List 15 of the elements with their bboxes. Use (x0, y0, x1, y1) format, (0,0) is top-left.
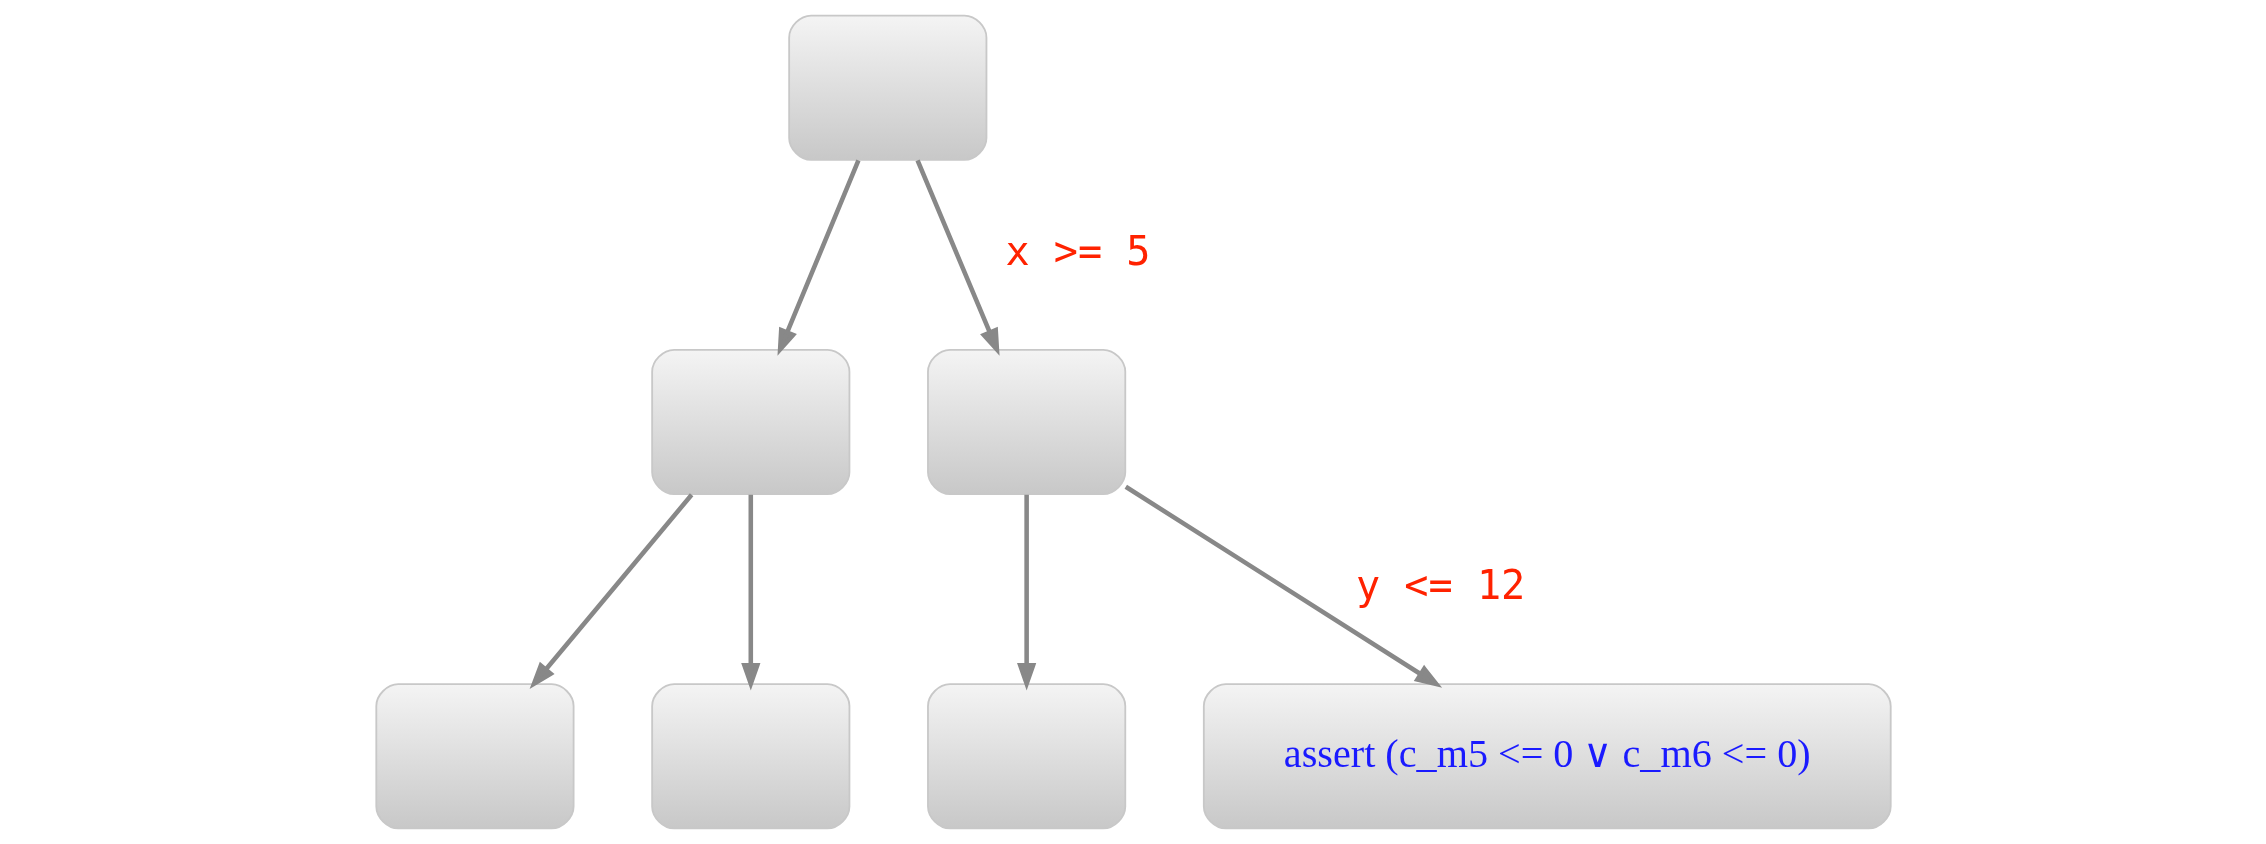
node-box (374, 683, 574, 830)
arrow (776, 159, 861, 356)
arrow (529, 493, 693, 689)
edge-label: x >= 5 (1004, 228, 1151, 275)
node-box: assert (c_m5 <= 0 ∨ c_m6 <= 0) (1202, 683, 1892, 830)
node-box (926, 683, 1126, 830)
edge-label: y <= 12 (1355, 562, 1525, 609)
arrow (1016, 494, 1036, 691)
node-box (650, 683, 850, 830)
arrow (740, 494, 760, 691)
arrow (914, 159, 1000, 356)
arrow (1124, 484, 1442, 688)
node-box (650, 348, 850, 496)
node-box (926, 348, 1126, 496)
node-box (787, 14, 987, 161)
